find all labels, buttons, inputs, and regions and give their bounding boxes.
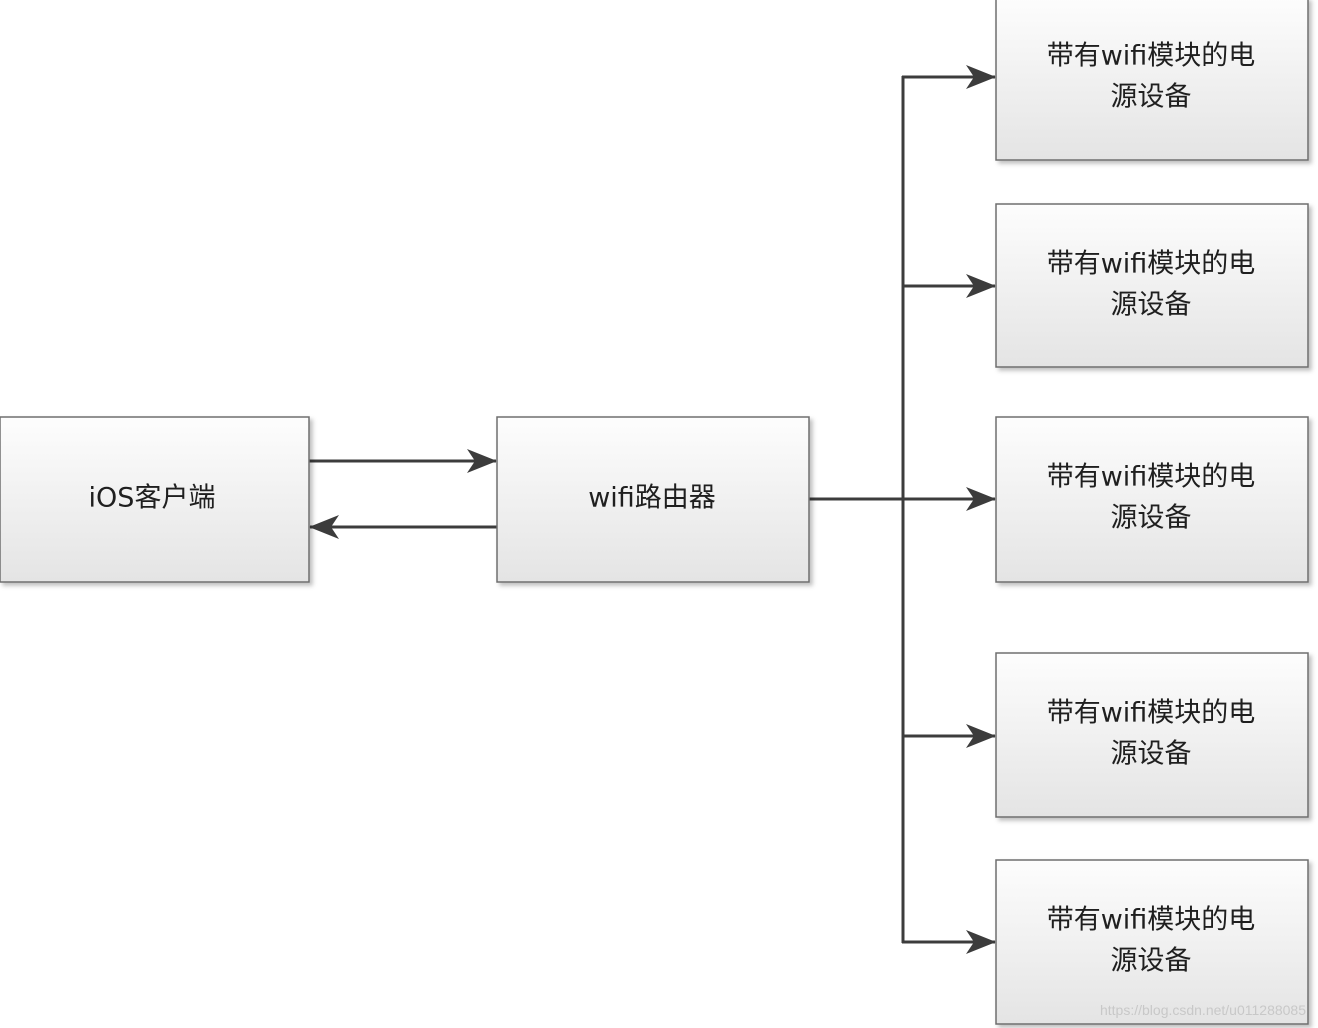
node-device-box xyxy=(995,652,1309,818)
node-device-label-line1: 带有wifi模块的电 xyxy=(1047,41,1256,72)
node-device-1[interactable]: 带有wifi模块的电 源设备 xyxy=(995,0,1309,161)
node-device-5[interactable]: 带有wifi模块的电 源设备 xyxy=(995,859,1309,1025)
watermark: https://blog.csdn.net/u011288085 xyxy=(1100,1002,1306,1018)
node-device-label-line2: 源设备 xyxy=(1111,290,1192,321)
node-device-label-line2: 源设备 xyxy=(1111,503,1192,534)
node-device-label-line2: 源设备 xyxy=(1111,739,1192,770)
node-router[interactable]: wifi路由器 xyxy=(496,416,810,583)
node-device-label-line2: 源设备 xyxy=(1111,946,1192,977)
node-device-label-line1: 带有wifi模块的电 xyxy=(1047,462,1256,493)
node-device-label-line1: 带有wifi模块的电 xyxy=(1047,905,1256,936)
node-device-3[interactable]: 带有wifi模块的电 源设备 xyxy=(995,416,1309,583)
node-device-4[interactable]: 带有wifi模块的电 源设备 xyxy=(995,652,1309,818)
node-ios-client-label: iOS客户端 xyxy=(89,483,216,514)
client-router-connectors xyxy=(309,449,497,539)
node-router-box xyxy=(496,416,810,583)
node-device-2[interactable]: 带有wifi模块的电 源设备 xyxy=(995,203,1309,368)
node-device-box xyxy=(995,0,1309,161)
node-device-label-line2: 源设备 xyxy=(1111,82,1192,113)
node-ios-client-box xyxy=(0,416,310,583)
node-device-box xyxy=(995,203,1309,368)
node-device-box xyxy=(995,859,1309,1025)
node-device-label-line1: 带有wifi模块的电 xyxy=(1047,698,1256,729)
node-device-box xyxy=(995,416,1309,583)
node-ios-client[interactable]: iOS客户端 xyxy=(0,416,310,583)
node-device-label-line1: 带有wifi模块的电 xyxy=(1047,249,1256,280)
router-device-bus xyxy=(809,65,996,954)
node-router-label: wifi路由器 xyxy=(588,483,716,514)
